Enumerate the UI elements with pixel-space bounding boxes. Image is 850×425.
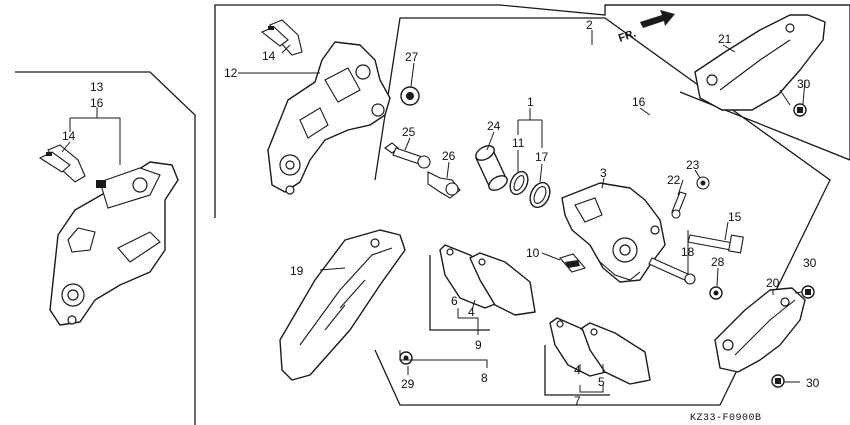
callout-9: 9 [475,338,482,352]
frame-guard-group [605,4,850,161]
callout-28: 28 [711,255,725,269]
pad-spring-10 [559,253,586,273]
bleeder-valve-22 [671,191,687,219]
callout-6: 6 [451,294,458,308]
callout-10: 10 [526,246,540,260]
callout-21: 21 [718,32,732,46]
callout-22: 22 [667,173,681,187]
pin-bolt-15 [687,234,744,254]
callout-24: 24 [487,119,501,133]
callout-26: 26 [442,149,456,163]
callout-11: 11 [512,136,525,150]
bleeder-cap-23 [696,176,710,190]
callout-23: 23 [686,158,700,172]
caliper-bracket-center [267,41,391,195]
frame-pad-group-upper [429,255,490,331]
callout-20: 20 [766,276,780,290]
callout-7: 7 [574,394,581,408]
disc-guard-19 [279,229,406,381]
piston-24 [475,145,508,191]
frame-caliper-assembly [374,17,831,406]
callout-14-center: 14 [262,49,276,63]
callout-4-lower: 4 [574,363,581,377]
callout-14-left: 14 [62,129,76,143]
callout-12: 12 [224,66,238,80]
callout-numbers: 13 16 14 12 14 2 16 1 11 17 27 25 26 24 … [62,18,820,408]
pad-pin-18 [648,257,696,285]
frame-pad-group-lower [544,345,610,396]
caliper-bracket-left [49,161,179,326]
callout-25: 25 [402,125,416,139]
frame-left-bracket-group [15,71,196,425]
callout-30-middle: 30 [803,256,817,270]
bolt-30-middle [801,285,815,299]
caliper-guard-20 [714,287,806,373]
plug-28 [709,286,723,300]
front-direction-arrow-icon [640,10,675,28]
callout-27: 27 [405,50,419,64]
callout-16-right: 16 [632,95,646,109]
callout-2: 2 [586,18,593,32]
caliper-guard-21 [694,14,826,111]
callout-4-upper: 4 [468,305,475,319]
bolt-29 [399,351,413,365]
callout-1: 1 [527,95,534,109]
callout-18: 18 [681,245,695,259]
callout-19: 19 [290,264,304,278]
callout-15: 15 [728,210,742,224]
pin-bolt-25 [384,142,431,169]
callout-30-upper: 30 [797,77,811,91]
piston-seal-11 [509,170,529,196]
bolt-30-upper [793,103,807,117]
pad-spring-clip-center [260,19,303,56]
callout-30-lower: 30 [806,376,820,390]
dust-seal-17 [529,181,551,209]
front-direction-label: FR. [617,27,638,44]
callout-13: 13 [90,80,104,94]
callout-16-left: 16 [90,96,104,110]
diagram-code: KZ33-F0900B [690,413,762,424]
leader-lines [61,30,806,393]
callout-8: 8 [481,371,488,385]
bolt-30-lower [771,374,785,388]
callout-29: 29 [401,377,415,391]
brake-pad-lower [549,317,651,385]
brake-pad-upper [439,244,536,316]
bleed-screw-27 [400,86,420,106]
pin-boot-26 [427,171,461,199]
caliper-body-3 [561,182,666,283]
pad-spring-clip-left [38,144,86,183]
callout-5: 5 [598,375,605,389]
callout-17: 17 [535,150,549,164]
callout-3: 3 [600,166,607,180]
